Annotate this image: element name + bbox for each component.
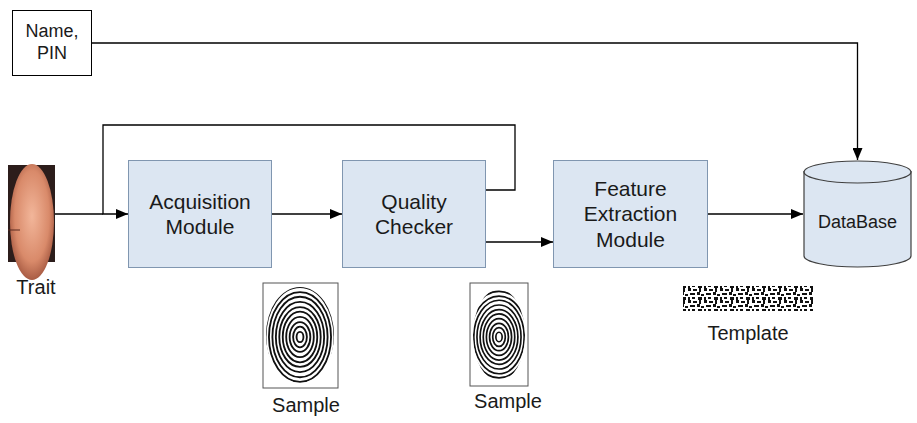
process-box: Acquisition Module <box>128 160 272 268</box>
trait-label: Trait <box>16 276 55 299</box>
flow-arrow <box>92 43 858 160</box>
node-text: DataBase <box>807 212 908 234</box>
template-label: Template <box>707 322 788 345</box>
fingerprint-sample <box>263 283 338 388</box>
id-input-box: Name, PIN <box>12 10 92 76</box>
node-text: Feature Extraction Module <box>566 176 695 252</box>
flow-arrow <box>272 213 342 214</box>
sample-label: Sample <box>272 394 340 417</box>
fingerprint-sample <box>468 283 531 386</box>
trait-wire <box>55 213 103 214</box>
node-text: Acquisition Module <box>141 189 259 239</box>
process-box: Quality Checker <box>342 160 486 268</box>
sample-label: Sample <box>474 390 542 413</box>
database-cylinder: DataBase <box>803 160 912 268</box>
node-text: Quality Checker <box>355 189 473 239</box>
template-code <box>683 286 813 311</box>
process-box: Feature Extraction Module <box>553 160 708 268</box>
flow-arrow <box>708 213 803 214</box>
finger-picture <box>8 164 55 280</box>
node-text: Name, PIN <box>19 21 85 64</box>
flow-arrow <box>486 241 553 242</box>
